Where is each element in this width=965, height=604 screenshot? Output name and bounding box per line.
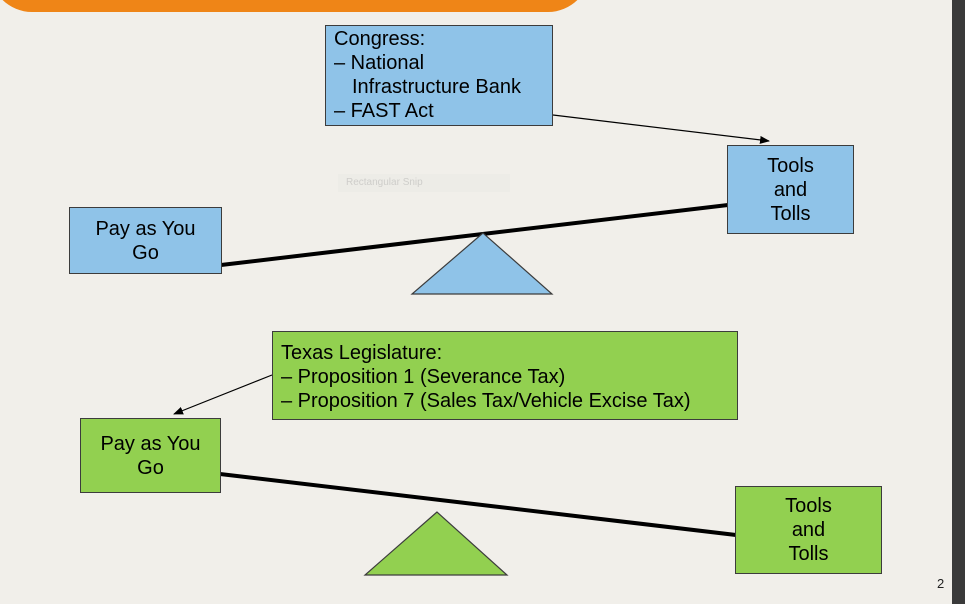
top-pay-as-you-go-box: Pay as You Go [69,207,222,274]
congress-line-4: – FAST Act [334,100,434,122]
congress-line-2: – National [334,52,425,74]
bottom-left-line-1: Pay as You [100,432,201,455]
orange-header-band [0,0,590,12]
top-left-line-1: Pay as You [95,217,196,240]
top-right-line-3: Tolls [770,202,811,225]
texas-legislature-box: Texas Legislature: – Proposition 1 (Seve… [272,331,738,420]
legislature-line-1: Texas Legislature: [281,342,443,364]
bottom-right-line-1: Tools [785,495,832,517]
bottom-right-line-3: Tolls [788,543,829,565]
bottom-right-line-2: and [791,519,826,541]
slide-page-number: 2 [937,576,945,591]
faint-snip-label: Rectangular Snip [338,174,510,192]
bottom-pay-as-you-go-box: Pay as You Go [80,418,221,493]
congress-line-3: Infrastructure Bank [352,76,521,98]
top-left-line-2: Go [132,241,159,264]
congress-line-1: Congress: [334,28,426,50]
bottom-arrow [173,374,273,415]
congress-box: Congress: – National Infrastructure Bank… [325,25,553,126]
top-tools-and-tolls-box: Tools and Tolls [727,145,854,234]
top-arrow [552,114,770,144]
bottom-left-line-2: Go [137,456,164,479]
bottom-seesaw-beam [219,472,737,537]
bottom-fulcrum-triangle [363,511,509,576]
legislature-line-3: – Proposition 7 (Sales Tax/Vehicle Excis… [281,390,691,412]
right-edge-bar [952,0,965,604]
bottom-tools-and-tolls-box: Tools and Tolls [735,486,882,574]
top-fulcrum-triangle [410,232,554,295]
top-seesaw-beam [220,203,729,267]
legislature-line-2: – Proposition 1 (Severance Tax) [281,366,566,388]
top-right-line-1: Tools [767,154,814,177]
top-right-line-2: and [773,178,808,201]
